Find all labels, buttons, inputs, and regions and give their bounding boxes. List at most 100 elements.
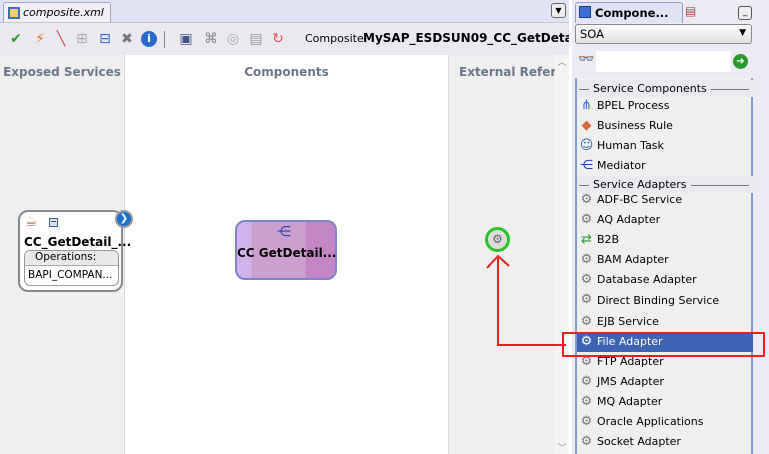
- mediator-icon: ⋲: [580, 158, 593, 173]
- palette-item-ejb-service[interactable]: ⚙EJB Service: [577, 312, 753, 332]
- palette-item-label: JMS Adapter: [597, 375, 664, 388]
- palette-item-jms-adapter[interactable]: ⚙ JMS Adapter: [577, 372, 753, 392]
- toolbar: ✔ ⚡ ╲ ⊞ ⊟ ✖ i ▣ ⌘ ◎ ▤ ↻ Composite: MySAP…: [0, 22, 569, 55]
- ejb-service-icon: ⚙: [580, 314, 593, 329]
- deploy-lightning-icon[interactable]: ⚡: [35, 31, 45, 47]
- palette-item-direct-binding-service[interactable]: ⚙ Direct Binding Service: [577, 290, 753, 312]
- palette-item-label: B2B: [597, 233, 620, 246]
- jms-adapter-icon: ⚙: [580, 374, 593, 389]
- components-heading: Components: [244, 65, 329, 79]
- service-connector-icon[interactable]: ❯: [115, 210, 133, 228]
- palette-section-header[interactable]: Service Adapters: [577, 176, 753, 193]
- file-adapter-icon: ⚙: [580, 334, 593, 349]
- mediator-icon: ⋲: [277, 224, 291, 240]
- adapter-service-icon: ☕: [25, 214, 38, 230]
- palette-item-label: Socket Adapter: [597, 435, 681, 448]
- delete-x-icon[interactable]: ✖: [121, 31, 133, 47]
- file-adapter-drop-target-icon[interactable]: ⚙: [485, 227, 510, 252]
- edit-icon[interactable]: ▤: [249, 31, 263, 47]
- toolbar-divider: [164, 31, 165, 48]
- palette-item-label: AQ Adapter: [597, 213, 661, 226]
- bpel-process-icon: ⋔: [581, 98, 592, 113]
- minimize-button[interactable]: _: [738, 6, 752, 20]
- section-title: Service Adapters: [589, 178, 691, 191]
- add-icon[interactable]: ⊞: [76, 31, 88, 47]
- palette-item-bpel-process[interactable]: ⋔ BPEL Process: [577, 96, 753, 116]
- palette-item-file-adapter[interactable]: ⚙ File Adapter: [577, 332, 753, 352]
- mediator-component[interactable]: ⋲ CC GetDetail...: [235, 220, 337, 280]
- composite-editor: composite.xml ▼ ✔ ⚡ ╲ ⊞ ⊟ ✖ i ▣ ⌘ ◎ ▤ ↻ …: [0, 0, 569, 454]
- composite-label: Composite:: [305, 32, 368, 45]
- test-icon[interactable]: ◎: [226, 31, 240, 47]
- palette-item-b2b[interactable]: ⇄ B2B: [577, 230, 753, 250]
- component-title: CC GetDetail...: [237, 246, 337, 260]
- direct-binding-icon: ⚙: [580, 292, 593, 307]
- palette-item-human-task[interactable]: ☺Human Task: [577, 136, 753, 156]
- info-icon[interactable]: i: [141, 31, 157, 47]
- service-icon[interactable]: ▣: [179, 31, 193, 47]
- vertical-scrollbar[interactable]: ︿ ﹀: [555, 55, 569, 454]
- scroll-up-icon[interactable]: ︿: [557, 58, 567, 68]
- refresh-icon[interactable]: ↻: [272, 31, 284, 47]
- aq-adapter-icon: ⚙: [580, 212, 593, 227]
- palette-item-label: Business Rule: [597, 119, 673, 132]
- collapse-icon[interactable]: ⊟: [99, 31, 111, 47]
- palette-item-socket-adapter[interactable]: ⚙ Socket Adapter: [577, 432, 753, 452]
- socket-adapter-icon: ⚙: [580, 434, 593, 449]
- collapse-toggle-icon[interactable]: −: [49, 217, 58, 227]
- layout-icon[interactable]: ⌘: [204, 31, 218, 47]
- palette-item-business-rule[interactable]: ◆ Business Rule: [577, 116, 753, 136]
- palette-item-bam-adapter[interactable]: ⚙BAM Adapter: [577, 250, 753, 270]
- validate-check-icon[interactable]: ✔: [10, 31, 22, 47]
- tab-list-dropdown[interactable]: ▼: [551, 3, 566, 18]
- exposed-services-heading: Exposed Services: [3, 65, 121, 79]
- palette-item-label: FTP Adapter: [597, 355, 664, 368]
- chevron-down-icon: ▼: [739, 28, 746, 38]
- binoculars-icon: 👓: [578, 52, 595, 67]
- palette-item-mediator[interactable]: ⋲ Mediator: [577, 156, 753, 176]
- palette-item-label: Human Task: [597, 139, 664, 152]
- arrow-head: [486, 254, 510, 269]
- palette-category-select[interactable]: SOA ▼: [575, 24, 752, 44]
- tab-label: composite.xml: [23, 6, 104, 19]
- scroll-down-icon[interactable]: ﹀: [557, 444, 567, 454]
- oracle-apps-icon: ⚙: [580, 414, 593, 429]
- palette-item-oracle-applications[interactable]: ⚙Oracle Applications: [577, 412, 753, 432]
- b2b-icon: ⇄: [581, 232, 592, 247]
- palette-item-adf-bc-service[interactable]: ⚙ADF-BC Service: [577, 190, 753, 210]
- palette-item-ftp-adapter[interactable]: ⚙FTP Adapter: [577, 352, 753, 372]
- palette-item-database-adapter[interactable]: ⚙Database Adapter: [577, 270, 753, 290]
- database-adapter-icon: ⚙: [580, 272, 593, 287]
- palette-search-input[interactable]: [596, 51, 731, 72]
- arrow-line: [497, 258, 566, 346]
- wire-tool-icon[interactable]: ╲: [56, 31, 66, 47]
- category-value: SOA: [580, 27, 605, 41]
- search-go-button[interactable]: ➜: [733, 54, 748, 69]
- palette-section-header[interactable]: Service Components: [577, 80, 753, 97]
- mq-adapter-icon: ⚙: [580, 394, 593, 409]
- tab-composite-xml[interactable]: composite.xml: [3, 2, 111, 23]
- palette-tab-label: Compone...: [595, 6, 669, 20]
- palette-item-aq-adapter[interactable]: ⚙ AQ Adapter: [577, 210, 753, 230]
- palette-item-label: Direct Binding Service: [597, 294, 720, 307]
- adf-bc-icon: ⚙: [580, 192, 593, 207]
- resource-palette-tab-icon[interactable]: ▤: [685, 4, 697, 18]
- palette-item-label: File Adapter: [597, 335, 663, 348]
- operations-label: Operations:: [25, 251, 118, 266]
- operation-name[interactable]: BAPI_COMPAN...: [28, 269, 113, 281]
- tab-component-palette[interactable]: Compone...: [575, 2, 683, 23]
- business-rule-icon: ◆: [581, 118, 592, 133]
- component-palette: Compone... ▤ _ SOA ▼ 👓 ➜ Service Compone…: [572, 0, 769, 454]
- palette-list: Service Components ⋔ BPEL Process ◆ Business…: [575, 78, 753, 454]
- palette-grid-icon: [579, 6, 591, 18]
- editor-tab-bar: composite.xml ▼: [0, 0, 569, 23]
- composite-icon: [8, 7, 20, 19]
- section-title: Service Components: [589, 82, 711, 95]
- palette-item-mq-adapter[interactable]: ⚙MQ Adapter: [577, 392, 753, 412]
- composite-name: MySAP_ESDSUN09_CC_GetDetail_M: [363, 31, 569, 45]
- palette-item-label: Mediator: [597, 159, 646, 172]
- palette-item-label: BPEL Process: [597, 99, 670, 112]
- service-title: CC_GetDetail_...: [24, 235, 132, 249]
- exposed-service-card[interactable]: ☕ − CC_GetDetail_... Operations: BAPI_CO…: [18, 210, 131, 292]
